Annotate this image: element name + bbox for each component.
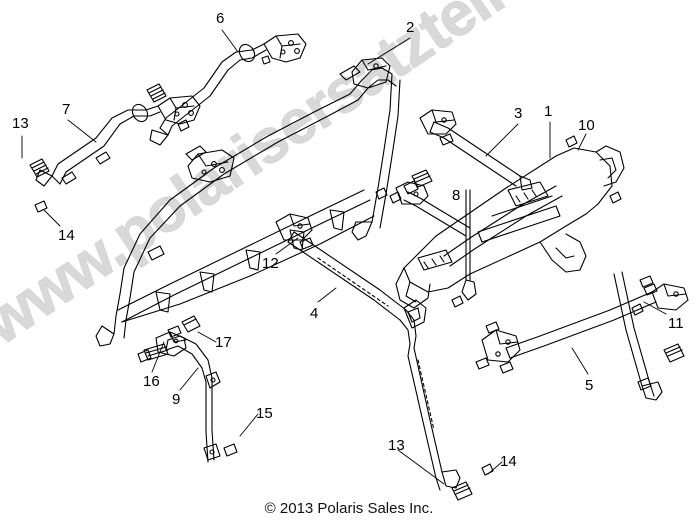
callout-14-a: 14 [58,227,75,244]
part-7-brace [35,95,201,187]
callout-5: 5 [585,377,594,394]
callout-14-b: 14 [500,453,517,470]
fastener-15 [223,443,238,457]
fastener-plate-right [609,191,622,204]
copyright-footer: © 2013 Polaris Sales Inc. [264,500,434,517]
fastener-14-right [637,377,652,391]
callout-16: 16 [143,373,160,390]
part-1-chassis-plate [395,145,625,309]
callout-8: 8 [452,187,461,204]
fastener-nut-cage [375,187,388,200]
fastener-16 [137,343,169,363]
callout-13-b: 13 [388,437,405,454]
callout-10: 10 [578,117,595,134]
callout-11: 11 [668,315,684,332]
callout-13-a: 13 [12,115,29,132]
part-6-brace [149,33,307,146]
fastener-14-bottom [481,463,494,476]
part-5-crossbar [475,275,689,374]
fastener-13-upper [146,83,167,103]
part-3-strut [419,109,533,191]
callout-2: 2 [406,19,415,36]
callout-15: 15 [256,405,273,422]
part-12-4-brace [275,213,461,491]
callout-1: 1 [544,103,553,120]
part-2-roll-cage [95,57,401,347]
callout-4: 4 [310,305,319,322]
fastener-14-left [34,200,48,213]
fastener-8-cluster [389,169,471,237]
callout-6: 6 [216,10,225,27]
fastener-small-a [177,119,190,132]
drop-link [451,189,477,308]
fastener-17 [167,315,201,338]
fastener-13-bottom [451,481,473,501]
callout-17: 17 [215,334,232,351]
fastener-13-right [663,343,685,363]
leader-lines [21,29,667,485]
callout-7: 7 [62,101,71,118]
fastener-10 [565,135,578,148]
callout-3: 3 [514,105,523,122]
part-9-side-brace [155,331,221,463]
part-11-tube [613,271,663,401]
callout-9: 9 [172,391,181,408]
fastener-13-left [29,158,50,178]
fastener-11-nut [631,303,644,316]
callout-12: 12 [262,255,279,272]
